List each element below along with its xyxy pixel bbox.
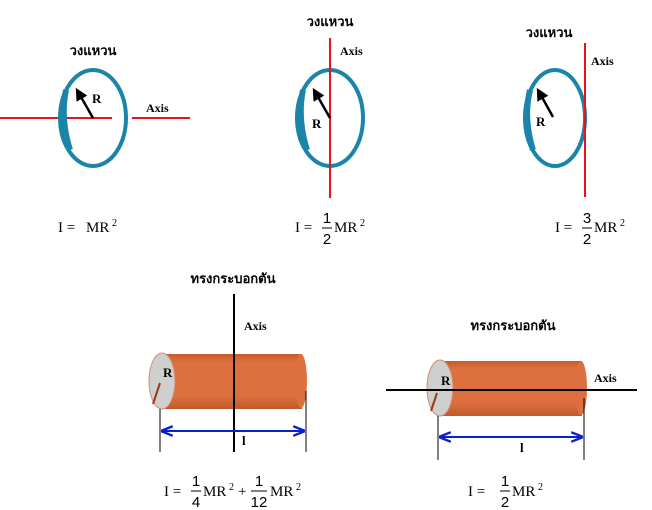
radius-label: R	[312, 116, 322, 131]
formula-term: MR	[594, 220, 617, 236]
fraction-numerator: 1	[255, 473, 263, 490]
ring-diagram-3: วงแหวน R Axis I = 3 2 MR 2	[523, 26, 625, 248]
formula-lhs: I =	[295, 220, 312, 236]
axis-label: Axis	[594, 371, 617, 385]
formula: I = 3 2 MR 2	[555, 210, 625, 248]
axis-label: Axis	[244, 319, 267, 333]
radius-label: R	[441, 373, 451, 388]
axis-label: Axis	[591, 54, 614, 68]
formula-term: MR	[203, 484, 226, 500]
radius-line	[152, 382, 161, 405]
formula-exponent: 2	[360, 218, 365, 229]
fraction-denominator: 2	[501, 494, 509, 510]
ring-shape	[523, 68, 587, 168]
cylinder-end-face	[426, 359, 454, 417]
formula-exponent: 2	[296, 482, 301, 493]
radius-arrow	[536, 87, 555, 118]
fraction-denominator: 12	[251, 494, 268, 510]
shape-label: ทรงกระบอกตัน	[471, 319, 556, 334]
cylinder-end-face	[148, 352, 176, 410]
ring-diagram-1: วงแหวน R Axis I = MR 2	[0, 44, 190, 236]
shape-label: วงแหวน	[70, 44, 117, 59]
ring-thickness	[524, 89, 536, 151]
formula-exponent: 2	[229, 482, 234, 493]
cylinder-far-end	[575, 361, 587, 415]
radius-label: R	[536, 114, 546, 129]
fraction-numerator: 1	[501, 473, 509, 490]
axis-label: Axis	[146, 101, 169, 115]
formula-term: MR	[86, 220, 109, 236]
formula-lhs: I =	[164, 484, 181, 500]
formula-lhs: I =	[555, 220, 572, 236]
cylinder-diagram-1: ทรงกระบอกตัน R Axis l I = 1 4 MR 2 + 1 1…	[148, 272, 307, 510]
ring-shape	[58, 68, 128, 168]
cylinder-shape	[426, 359, 587, 417]
formula-term: MR	[334, 220, 357, 236]
formula-plus: +	[238, 484, 246, 500]
axis-label: Axis	[340, 44, 363, 58]
ring-thickness	[297, 89, 310, 151]
formula-lhs: I =	[58, 220, 75, 236]
fraction-denominator: 2	[583, 231, 591, 248]
fraction-denominator: 4	[192, 494, 200, 510]
formula: I = 1 2 MR 2	[295, 210, 365, 248]
formula-term: MR	[270, 484, 293, 500]
ring-thickness	[60, 89, 73, 151]
formula-lhs: I =	[468, 484, 485, 500]
cylinder-body	[162, 354, 302, 409]
length-label: l	[520, 440, 524, 455]
radius-label: R	[92, 91, 102, 106]
formula-exponent: 2	[620, 218, 625, 229]
formula: I = 1 4 MR 2 + 1 12 MR 2	[164, 473, 301, 510]
shape-label: วงแหวน	[307, 15, 354, 30]
formula: I = 1 2 MR 2	[468, 473, 543, 510]
formula-exponent: 2	[538, 482, 543, 493]
formula-term: MR	[512, 484, 535, 500]
shape-label: ทรงกระบอกตัน	[191, 272, 276, 287]
formula-exponent: 2	[112, 218, 117, 229]
formula: I = MR 2	[58, 218, 117, 236]
cylinder-shape	[148, 352, 307, 410]
fraction-numerator: 1	[323, 210, 331, 227]
fraction-numerator: 1	[192, 473, 200, 490]
radius-arrow	[312, 87, 332, 119]
ring-diagram-2: วงแหวน R Axis I = 1 2 MR 2	[295, 15, 365, 248]
radius-arrow	[75, 87, 95, 119]
shape-label: วงแหวน	[526, 26, 573, 41]
radius-label: R	[163, 365, 173, 380]
cylinder-body	[440, 361, 582, 416]
fraction-denominator: 2	[323, 231, 331, 248]
cylinder-far-end	[295, 354, 307, 408]
length-label: l	[242, 433, 246, 448]
radius-line	[430, 392, 438, 412]
fraction-numerator: 3	[583, 210, 591, 227]
cylinder-diagram-2: ทรงกระบอกตัน R Axis l I = 1 2 MR 2	[386, 319, 637, 510]
